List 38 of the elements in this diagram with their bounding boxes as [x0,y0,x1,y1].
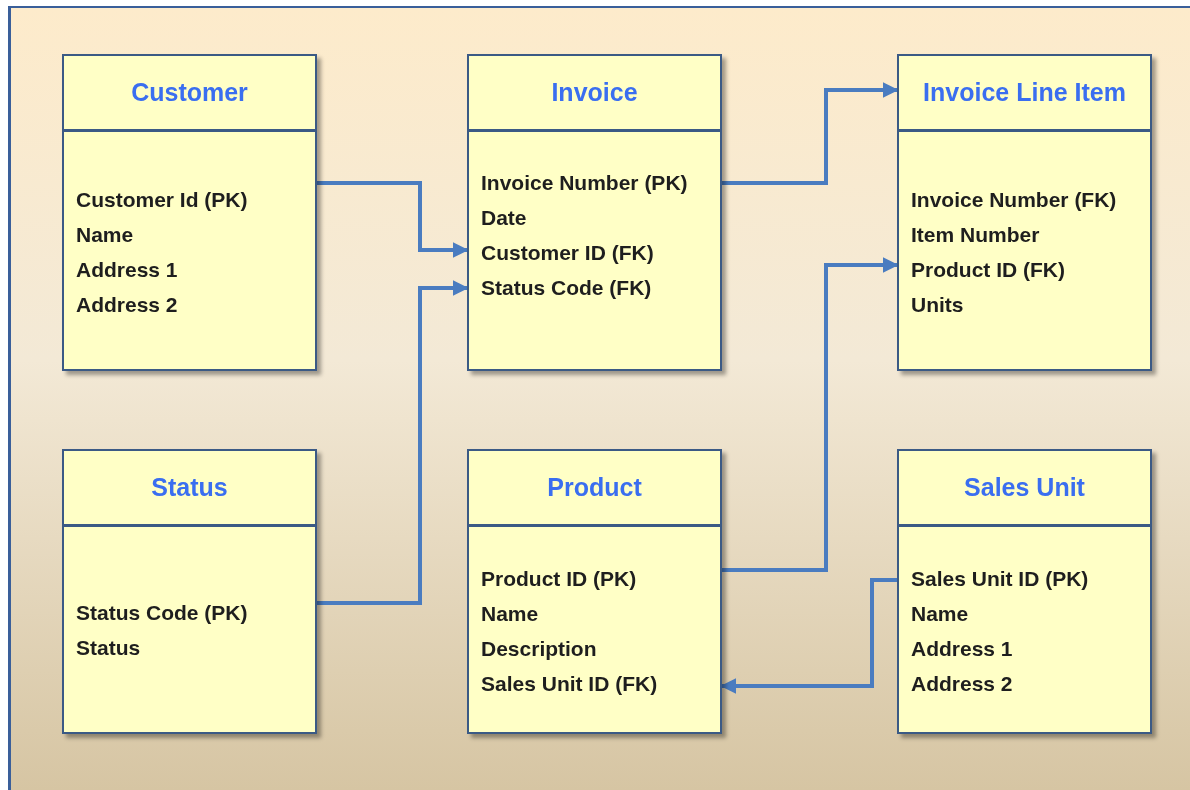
entity-table [467,449,722,734]
connector-arrow [317,181,469,258]
field-text: Item Number [911,222,1040,248]
connector-arrow [722,257,899,572]
field-text: Name [911,601,969,627]
field-text: Status Code (PK) [76,600,248,626]
field-text: Address 1 [911,636,1013,662]
table-title: Customer [131,78,248,107]
field-text: Address 2 [76,292,178,318]
table-title: Product [547,473,642,502]
field-text: Date [481,205,527,231]
entity-table [467,54,722,371]
field-text: Description [481,636,597,662]
field-text: Units [911,292,964,318]
table-title: Status [151,473,228,502]
table-title: Invoice Line Item [923,78,1126,107]
connector-arrow [722,82,899,185]
field-text: Customer Id (PK) [76,187,248,213]
field-text: Invoice Number (FK) [911,187,1117,213]
field-text: Name [76,222,134,248]
field-text: Sales Unit ID (PK) [911,566,1089,592]
field-text: Address 1 [76,257,178,283]
field-text: Product ID (PK) [481,566,637,592]
field-text: Invoice Number (PK) [481,170,688,196]
field-text: Sales Unit ID (FK) [481,671,658,697]
table-title: Sales Unit [964,473,1085,502]
field-text: Name [481,601,539,627]
entity-table [897,54,1152,371]
entity-table [897,449,1152,734]
field-text: Address 2 [911,671,1013,697]
entity-table [62,54,317,371]
field-text: Status [76,635,141,661]
field-text: Customer ID (FK) [481,240,654,266]
field-text: Status Code (FK) [481,275,652,301]
entity-table [62,449,317,734]
field-text: Product ID (FK) [911,257,1065,283]
table-title: Invoice [551,78,638,107]
connector-arrow [317,280,469,605]
